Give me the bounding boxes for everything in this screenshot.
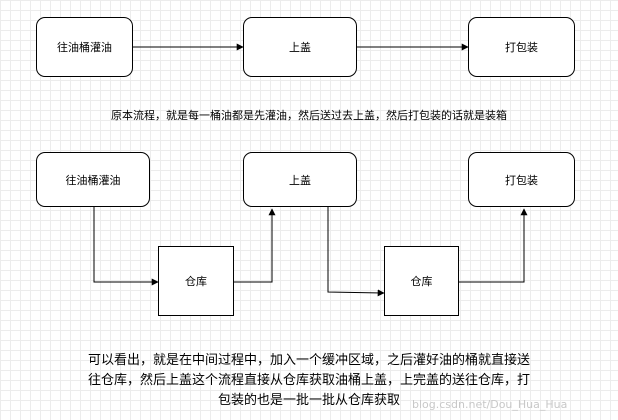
bottom-node-fill-oil: 往油桶灌油 [36,152,150,207]
caption-bottom-line-1: 可以看出，就是在中间过程中，加入一个缓冲区域，之后灌好油的桶就直接送 [87,353,530,368]
warehouse-box-2: 仓库 [384,246,459,316]
top-node-pack: 打包装 [468,17,575,77]
watermark: blog.csdn.net/Dou_Hua_Hua [412,398,568,411]
edge-warehouse1-to-cap [234,208,276,283]
top-node-fill-oil: 往油桶灌油 [36,17,133,77]
caption-bottom-line-3: 包装的也是一批一批从仓库获取 [217,393,400,408]
edge-cap-to-warehouse2 [327,207,385,297]
warehouse-box-1: 仓库 [158,246,234,316]
caption-bottom: 可以看出，就是在中间过程中，加入一个缓冲区域，之后灌好油的桶就直接送 往仓库，然… [20,351,598,411]
bottom-node-cap: 上盖 [243,152,357,207]
edge-fill-to-warehouse1 [93,207,159,286]
top-node-cap: 上盖 [243,17,357,77]
caption-top: 原本流程，就是每一桶油都是先灌油，然后送过去上盖，然后打包装的话就是装箱 [111,109,507,122]
edge-warehouse2-to-pack [459,208,528,283]
caption-bottom-line-2: 往仓库，然后上盖这个流程直接从仓库获取油桶上盖，上完盖的送往仓库，打 [87,373,530,388]
bottom-node-pack: 打包装 [468,152,575,207]
